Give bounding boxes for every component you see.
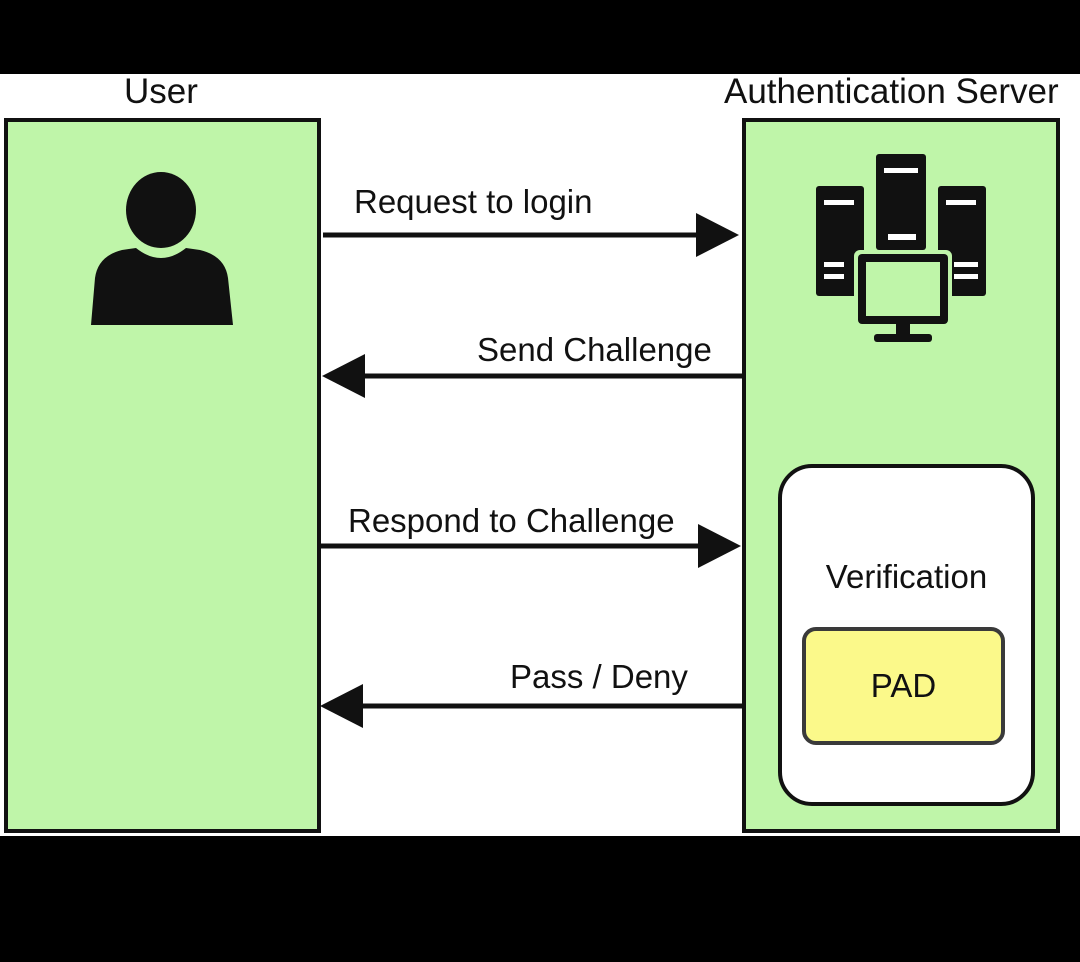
message-label-send-challenge: Send Challenge xyxy=(477,331,712,368)
message-label-respond-to-challenge: Respond to Challenge xyxy=(348,502,675,539)
user-silhouette-icon xyxy=(91,172,233,325)
message-label-pass-deny: Pass / Deny xyxy=(510,658,688,695)
pad-box: PAD xyxy=(802,627,1005,745)
arrow-respond-to-challenge xyxy=(321,524,741,568)
user-lane-title: User xyxy=(124,72,198,111)
verification-label: Verification xyxy=(825,558,988,595)
arrow-request-to-login xyxy=(323,213,739,257)
message-label-request-to-login: Request to login xyxy=(354,183,593,220)
server-rack-icon xyxy=(816,154,986,342)
pad-label: PAD xyxy=(870,667,937,704)
arrow-pass-deny xyxy=(320,684,742,728)
server-lane-title: Authentication Server xyxy=(724,72,1059,111)
arrow-send-challenge xyxy=(322,354,742,398)
